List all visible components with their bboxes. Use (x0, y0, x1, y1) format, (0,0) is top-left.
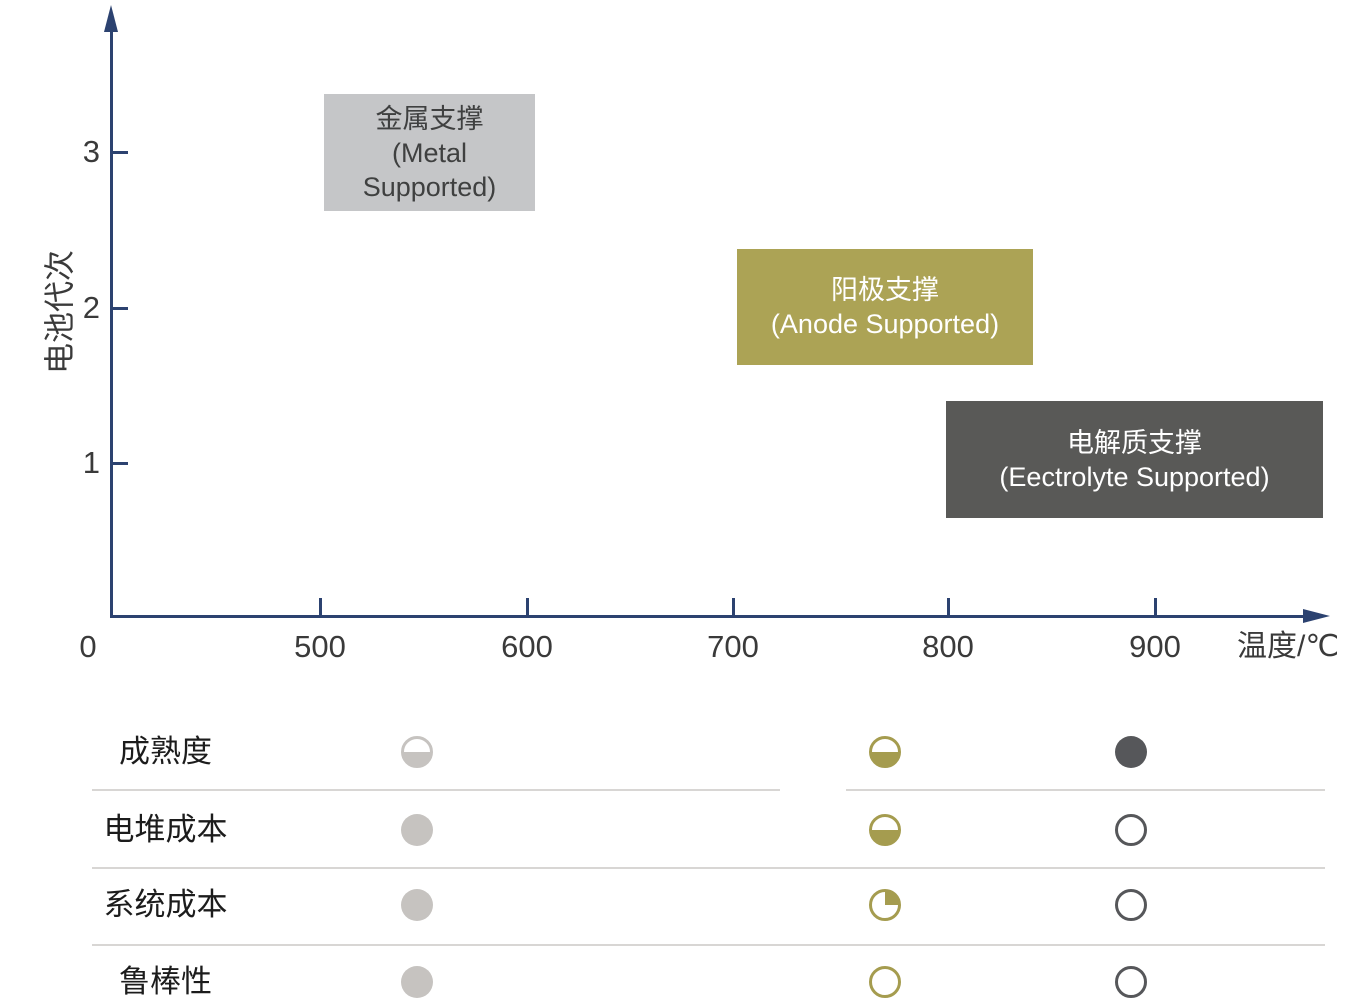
row-separator-2 (92, 867, 1325, 869)
y-tick-label-3: 3 (82, 134, 100, 169)
region-box-anode-supported: 阳极支撑 (Anode Supported) (737, 249, 1033, 365)
y-axis-line (110, 28, 113, 618)
x-tick-mark-600 (526, 598, 529, 615)
x-axis-arrow-icon (1303, 609, 1330, 623)
row-separator-3 (92, 944, 1325, 946)
row-separator-1-left (92, 789, 780, 791)
rating-circle-robustness-anode (869, 966, 901, 998)
x-axis-line (110, 615, 1307, 618)
row-label-maturity: 成熟度 (119, 734, 212, 769)
y-axis-title: 电池代次 (42, 250, 78, 374)
region-box-metal-supported: 金属支撑 (Metal Supported) (324, 94, 535, 211)
rating-circle-robustness-electrolyte (1115, 966, 1147, 998)
x-axis-title: 温度/℃ (1237, 630, 1340, 663)
rating-circle-robustness-metal (401, 966, 433, 998)
x-tick-label-600: 600 (501, 629, 553, 664)
x-origin-label: 0 (79, 629, 97, 664)
region-anode-line-1: 阳极支撑 (831, 275, 939, 305)
region-metal-line-2: (Metal (391, 137, 467, 168)
row-label-robustness: 鲁棒性 (119, 964, 212, 999)
region-anode-line-2: (Anode Supported) (770, 309, 1000, 339)
region-metal-line-1: 金属支撑 (375, 103, 484, 134)
x-tick-label-700: 700 (707, 629, 759, 664)
rating-circle-maturity-electrolyte (1115, 736, 1147, 768)
rating-circle-system-cost-electrolyte (1115, 889, 1147, 921)
y-tick-label-2: 2 (82, 290, 100, 325)
region-electrolyte-line-1: 电解质支撑 (1067, 427, 1202, 458)
row-separator-1-right (846, 789, 1325, 791)
x-tick-mark-900 (1154, 598, 1157, 615)
rating-circle-maturity-metal (401, 736, 433, 768)
x-tick-label-900: 900 (1129, 629, 1181, 664)
y-tick-label-1: 1 (82, 445, 100, 480)
x-tick-label-800: 800 (922, 629, 974, 664)
rating-circle-system-cost-anode (869, 889, 901, 921)
rating-circle-stack-cost-metal (401, 814, 433, 846)
rating-circle-stack-cost-anode (869, 814, 901, 846)
region-metal-line-3: Supported) (362, 171, 497, 202)
rating-circle-system-cost-metal (401, 889, 433, 921)
y-axis-arrow-icon (104, 5, 118, 32)
region-box-electrolyte-supported: 电解质支撑 (Eectrolyte Supported) (946, 401, 1323, 518)
x-tick-mark-700 (732, 598, 735, 615)
region-electrolyte-line-2: (Eectrolyte Supported) (999, 461, 1270, 492)
row-label-system-cost: 系统成本 (103, 887, 228, 922)
rating-circle-maturity-anode (869, 736, 901, 768)
x-tick-mark-500 (319, 598, 322, 615)
x-tick-label-500: 500 (294, 629, 346, 664)
y-tick-mark-2 (111, 307, 128, 310)
row-label-stack-cost: 电堆成本 (103, 812, 228, 847)
rating-circle-stack-cost-electrolyte (1115, 814, 1147, 846)
y-tick-mark-1 (111, 462, 128, 465)
x-tick-mark-800 (947, 598, 950, 615)
y-tick-mark-3 (111, 151, 128, 154)
